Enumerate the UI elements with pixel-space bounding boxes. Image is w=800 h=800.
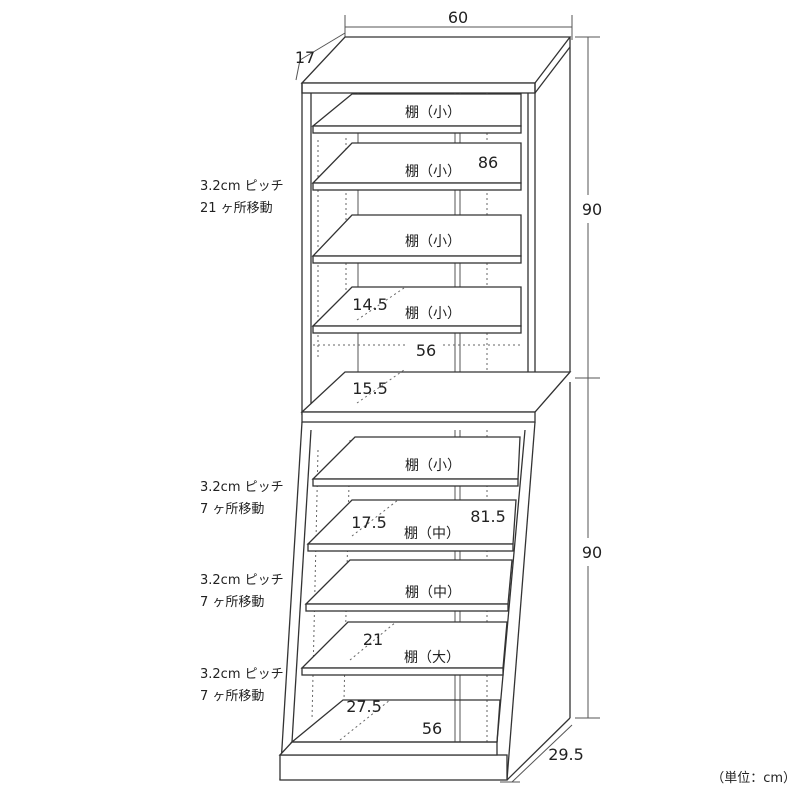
shelf-label-l3: 棚（中） — [405, 585, 461, 601]
clearance-upper-shelf: 14.5 — [352, 295, 388, 314]
lower-cabinet — [278, 382, 571, 781]
shelf-label-l1: 棚（小） — [405, 458, 461, 474]
lower-shelves: 棚（小） 棚（中） 棚（中） 棚（大） 81.5 17.5 21 27.5 56 — [290, 436, 521, 743]
note-upper-line2: 21 ヶ所移動 — [200, 201, 273, 216]
shelf-label-u4: 棚（小） — [405, 306, 461, 322]
lower-height-label: 90 — [582, 543, 602, 562]
note-lower3-line2: 7 ヶ所移動 — [200, 689, 264, 704]
width-dimension: 60 — [344, 8, 573, 40]
upper-height-label: 90 — [582, 200, 602, 219]
shelf-label-l4: 棚（大） — [404, 650, 460, 666]
note-lower2-line1: 3.2cm ピッチ — [200, 573, 284, 588]
height-dimensions: 90 90 — [575, 36, 606, 719]
shelf-label-u2: 棚（小） — [405, 164, 461, 180]
shelf-label-u3: 棚（小） — [405, 234, 461, 250]
top-depth-dimension: 17 — [295, 32, 346, 81]
inner-width-mid-label: 56 — [416, 341, 436, 360]
upper-shelves: 棚（小） 棚（小） 棚（小） 棚（小） 86 14.5 56 15.5 — [311, 93, 522, 404]
clearance-upper-bottom: 15.5 — [352, 379, 388, 398]
clearance-lower-3: 27.5 — [346, 697, 382, 716]
inner-lower-height-label: 81.5 — [470, 507, 506, 526]
note-lower3-line1: 3.2cm ピッチ — [200, 667, 284, 682]
note-lower2-line2: 7 ヶ所移動 — [200, 595, 264, 610]
clearance-lower-2: 21 — [363, 630, 383, 649]
upper-cabinet — [300, 36, 572, 423]
shelf-label-u1: 棚（小） — [405, 105, 461, 121]
inner-width-bottom-label: 56 — [422, 719, 442, 738]
inner-upper-height-label: 86 — [478, 153, 498, 172]
bottom-depth-dimension: 29.5 — [500, 724, 584, 783]
top-depth-label: 17 — [295, 48, 315, 67]
pitch-notes: 3.2cm ピッチ 21 ヶ所移動 3.2cm ピッチ 7 ヶ所移動 3.2cm… — [200, 179, 284, 704]
clearance-lower-1: 17.5 — [351, 513, 387, 532]
note-lower1-line2: 7 ヶ所移動 — [200, 502, 264, 517]
shelf-label-l2: 棚（中） — [404, 526, 460, 542]
bottom-depth-label: 29.5 — [548, 745, 584, 764]
unit-note: （単位：cm） — [711, 770, 796, 786]
note-upper-line1: 3.2cm ピッチ — [200, 179, 284, 194]
width-label: 60 — [448, 8, 468, 27]
note-lower1-line1: 3.2cm ピッチ — [200, 480, 284, 495]
